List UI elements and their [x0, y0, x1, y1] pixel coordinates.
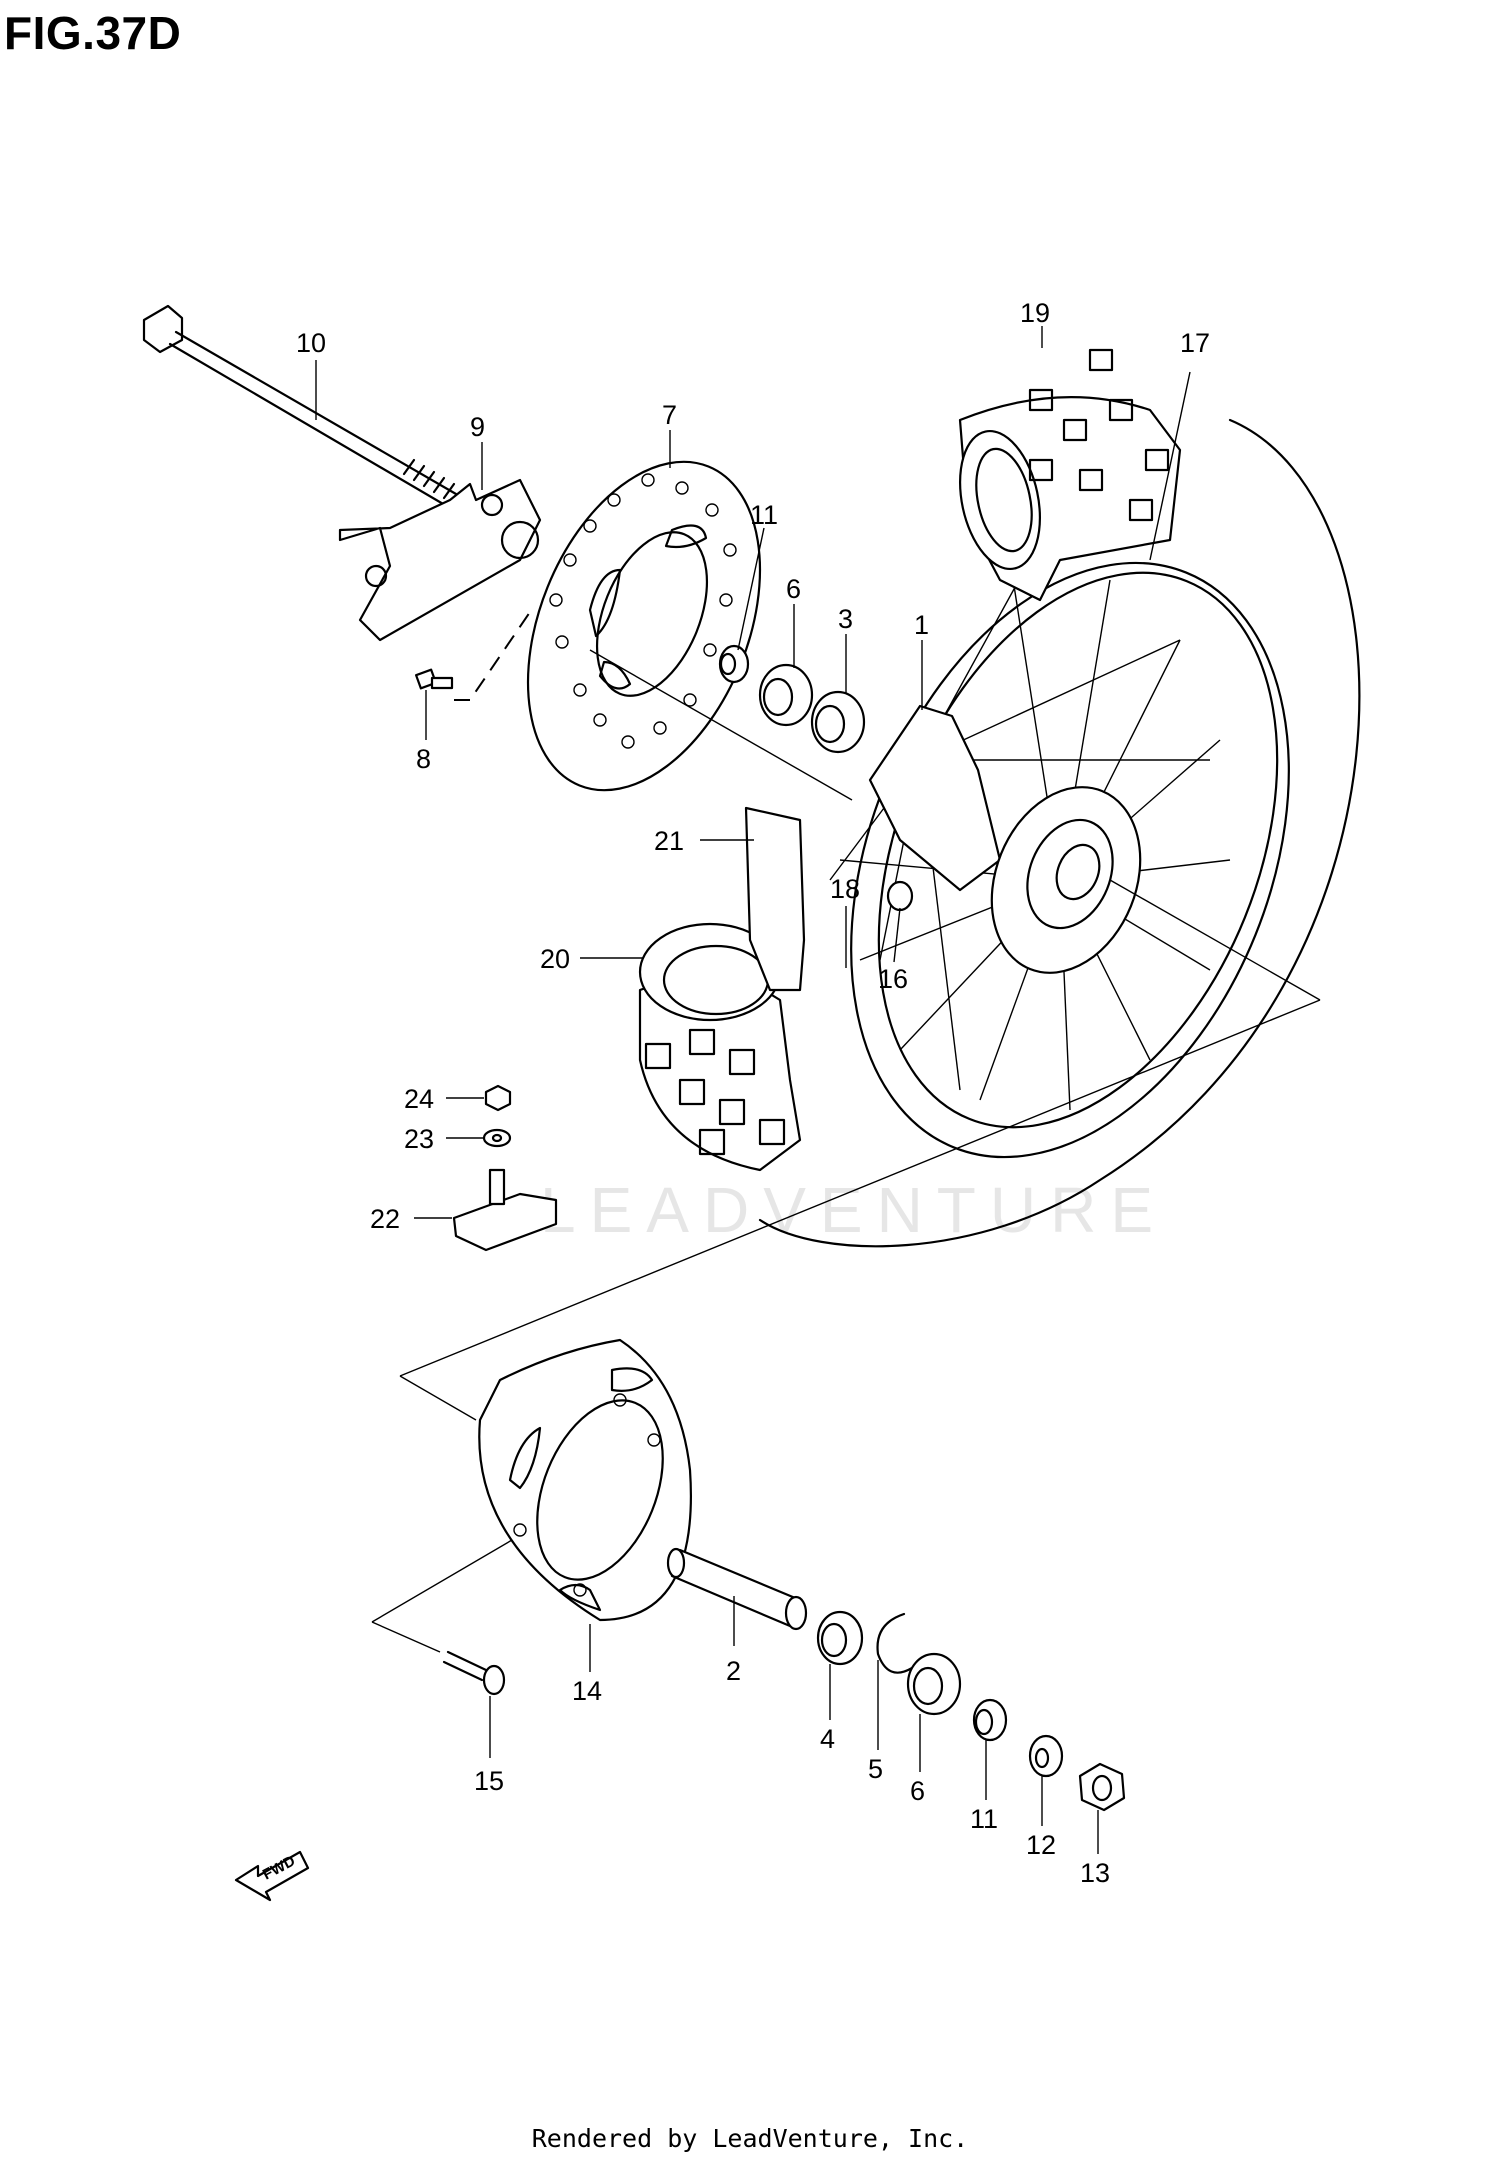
callout-7: 7 — [662, 400, 677, 430]
callout-9: 9 — [470, 412, 485, 442]
leader-15-proj-b — [371, 1621, 441, 1653]
leader-15-proj — [371, 1539, 513, 1623]
callout-3: 3 — [838, 604, 853, 634]
part-21-tube[interactable] — [744, 806, 806, 992]
leader-dashed — [454, 611, 531, 701]
callout-15: 15 — [474, 1766, 504, 1796]
footer-credit: Rendered by LeadVenture, Inc. — [531, 2124, 969, 2153]
callout-14: 14 — [572, 1676, 602, 1706]
callout-6a: 6 — [786, 574, 801, 604]
part-22-rim-lock[interactable] — [452, 1168, 558, 1252]
part-20-tire-section[interactable] — [638, 922, 802, 1172]
callout-13: 13 — [1080, 1858, 1110, 1888]
watermark: LEADVENTURE — [540, 1174, 1167, 1246]
callout-10: 10 — [296, 328, 326, 358]
part-1-hub[interactable] — [868, 704, 1167, 995]
part-12-washer[interactable] — [1028, 1734, 1064, 1778]
callout-24: 24 — [404, 1084, 434, 1114]
part-11-collar-upper[interactable] — [718, 644, 750, 684]
callout-11b: 11 — [970, 1804, 998, 1834]
callout-12: 12 — [1026, 1830, 1056, 1860]
callout-8: 8 — [416, 744, 431, 774]
callout-23: 23 — [404, 1124, 434, 1154]
part-5-circlip[interactable] — [876, 1612, 914, 1674]
part-13-nut[interactable] — [1078, 1762, 1126, 1812]
callout-21: 21 — [654, 826, 684, 856]
callout-6b: 6 — [910, 1776, 925, 1806]
part-11-collar-lower[interactable] — [972, 1698, 1008, 1742]
callout-16: 16 — [878, 964, 908, 994]
projection-lines — [399, 649, 1321, 1421]
callout-2: 2 — [726, 1656, 741, 1686]
leader-lines — [315, 326, 1191, 1854]
part-23-washer[interactable] — [482, 1128, 512, 1148]
callout-22: 22 — [370, 1204, 400, 1234]
part-4-bearing-lower[interactable] — [816, 1610, 864, 1666]
part-6-bearing-lower[interactable] — [906, 1652, 962, 1716]
callout-11a: 11 — [750, 500, 778, 530]
callout-1: 1 — [914, 610, 929, 640]
part-19-tire-top[interactable] — [948, 348, 1182, 602]
callout-4: 4 — [820, 1724, 835, 1754]
figure-title: FIG.37D — [4, 7, 182, 59]
part-2-sleeve[interactable] — [666, 1547, 808, 1631]
callout-17: 17 — [1180, 328, 1210, 358]
callout-19: 19 — [1020, 298, 1050, 328]
part-16-nipple[interactable] — [886, 880, 914, 912]
callout-20: 20 — [540, 944, 570, 974]
part-9-bracket[interactable] — [338, 478, 542, 642]
part-3-spacer[interactable] — [810, 690, 866, 754]
part-6-bearing-upper[interactable] — [758, 663, 814, 727]
callout-18: 18 — [830, 874, 860, 904]
fwd-arrow-icon: FWD — [234, 1850, 310, 1902]
part-24-nut[interactable] — [484, 1084, 512, 1112]
part-8-bolt[interactable] — [414, 668, 454, 690]
callout-5: 5 — [868, 1754, 883, 1784]
callout-labels: 10 9 7 11 6 3 1 19 17 21 20 18 16 24 23 … — [296, 298, 1210, 1888]
part-15-bolt[interactable] — [442, 1650, 506, 1696]
part-14-sprocket[interactable] — [478, 1338, 692, 1622]
part-7-brake-disc[interactable] — [483, 428, 805, 825]
